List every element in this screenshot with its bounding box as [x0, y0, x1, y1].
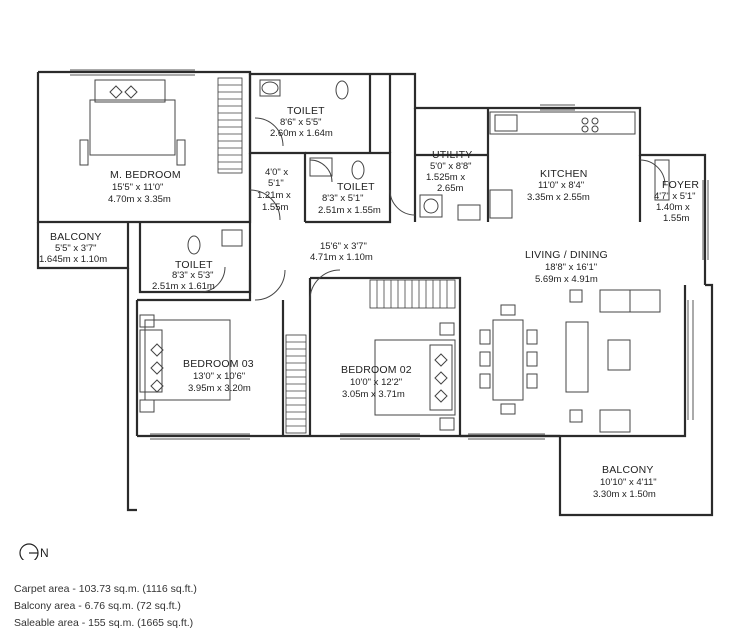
toilet-1-dim-metric: 2.60m x 1.64m [270, 128, 333, 139]
north-compass: N [19, 543, 49, 560]
bedroom-03-bed [144, 319, 231, 401]
master-bedroom-name: M. BEDROOM [110, 169, 181, 181]
saleable-area: Saleable area - 155 sq.m. (1665 sq.ft.) [14, 617, 194, 629]
bedroom-02-name: BEDROOM 02 [341, 364, 412, 376]
balcony-1-name: BALCONY [50, 231, 102, 243]
toilet-2-dim-imperial: 8'3" x 5'1" [322, 193, 364, 204]
balcony-area: Balcony area - 6.76 sq.m. (72 sq.ft.) [14, 600, 181, 612]
living-dining-name: LIVING / DINING [525, 249, 608, 261]
corridor-dim-imperial: 15'6" x 3'7" [320, 241, 367, 252]
storage-hatching [217, 77, 456, 434]
balcony-2-name: BALCONY [602, 464, 654, 476]
utility-dim-metric-b: 2.65m [437, 183, 463, 194]
bedroom-03-dim-metric: 3.95m x 3.20m [188, 383, 251, 394]
passage-dim-imperial-a: 4'0" x [265, 167, 288, 178]
dining-table [492, 319, 524, 401]
toilet-2-name: TOILET [337, 181, 375, 193]
balcony-2-dim-metric: 3.30m x 1.50m [593, 489, 656, 500]
kitchen-counter [489, 111, 636, 135]
toilet-1-dim-imperial: 8'6" x 5'5" [280, 117, 322, 128]
kitchen-dim-imperial: 11'0" x 8'4" [538, 180, 584, 191]
carpet-area: Carpet area - 103.73 sq.m. (1116 sq.ft.) [14, 583, 197, 595]
floor-plan: M. BEDROOM 15'5" x 11'0" 4.70m x 3.35m T… [19, 69, 714, 560]
sofa [565, 321, 589, 393]
bedroom-03-name: BEDROOM 03 [183, 358, 254, 370]
living-dining-dim-metric: 5.69m x 4.91m [535, 274, 598, 285]
master-bedroom-dim-metric: 4.70m x 3.35m [108, 194, 171, 205]
kitchen-dim-metric: 3.35m x 2.55m [527, 192, 590, 203]
balcony-1-dim-imperial: 5'5" x 3'7" [55, 243, 97, 254]
passage-dim-metric-b: 1.55m [262, 202, 288, 213]
foyer-dim-metric-b: 1.55m [663, 213, 689, 224]
kitchen-name: KITCHEN [540, 168, 588, 180]
foyer-name: FOYER [662, 179, 699, 191]
bedroom-02-dim-imperial: 10'0" x 12'2" [350, 377, 402, 388]
furniture [79, 79, 670, 433]
foyer-dim-imperial: 4'7" x 5'1" [654, 191, 696, 202]
balcony-1-dim-metric: 1.645m x 1.10m [39, 254, 107, 265]
foyer-dim-metric-a: 1.40m x [656, 202, 690, 213]
doors [199, 117, 666, 301]
bedroom-03-dim-imperial: 13'0" x 10'6" [193, 371, 245, 382]
toilet-1-name: TOILET [287, 105, 325, 117]
bedroom-02-dim-metric: 3.05m x 3.71m [342, 389, 405, 400]
balcony-2-dim-imperial: 10'10" x 4'11" [600, 477, 657, 488]
toilet-3-name: TOILET [175, 259, 213, 271]
toilet-2-dim-metric: 2.51m x 1.55m [318, 205, 381, 216]
master-bedroom-dim-imperial: 15'5" x 11'0" [112, 182, 163, 193]
windows [70, 69, 709, 440]
bedroom-02-bed [374, 339, 456, 416]
passage-dim-imperial-b: 5'1" [268, 178, 284, 189]
living-dining-dim-imperial: 18'8" x 16'1" [545, 262, 597, 273]
toilet-3-dim-metric: 2.51m x 1.61m [152, 281, 215, 292]
utility-name: UTILITY [432, 149, 473, 161]
room-labels: M. BEDROOM 15'5" x 11'0" 4.70m x 3.35m T… [39, 105, 699, 500]
compass-label: N [40, 546, 49, 560]
utility-dim-imperial: 5'0" x 8'8" [430, 161, 472, 172]
toilet-3-dim-imperial: 8'3" x 5'3" [172, 270, 214, 281]
utility-dim-metric-a: 1.525m x [426, 172, 465, 183]
compass-icon [19, 543, 39, 560]
corridor-dim-metric: 4.71m x 1.10m [310, 252, 373, 263]
master-bed [89, 99, 176, 156]
walls [36, 70, 714, 517]
passage-dim-metric-a: 1.21m x [257, 190, 291, 201]
